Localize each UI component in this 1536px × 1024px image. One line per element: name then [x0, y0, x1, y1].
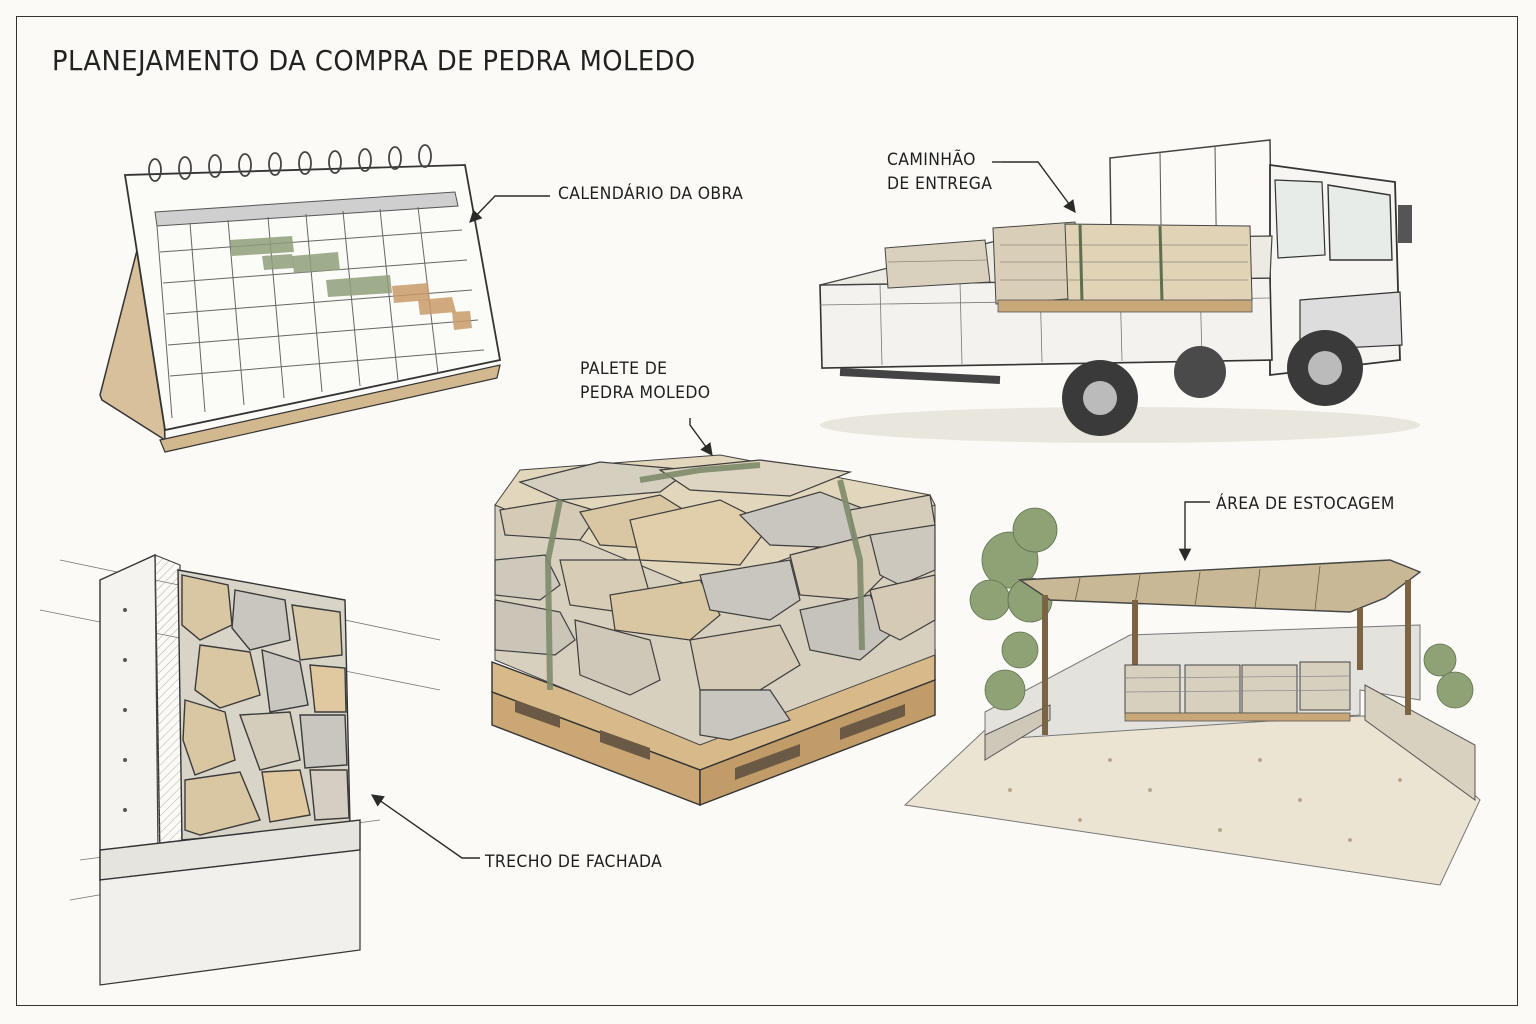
label-pallet: PALETE DE PEDRA MOLEDO	[580, 357, 710, 405]
label-calendar-text: CALENDÁRIO DA OBRA	[558, 184, 744, 204]
label-pallet-line-2: PEDRA MOLEDO	[580, 383, 711, 403]
truck-leader-arrow	[1002, 161, 1076, 214]
facade-stones	[181, 574, 350, 836]
label-truck: CAMINHÃO DE ENTREGA	[887, 148, 992, 196]
label-calendar: CALENDÁRIO DA OBRA	[558, 182, 743, 206]
stored-pallets	[1124, 661, 1351, 722]
pallet-leader-arrow	[689, 418, 713, 457]
calendar-illustration	[99, 144, 502, 453]
label-facade-text: TRECHO DE FACHADA	[485, 852, 663, 872]
storage-leader-arrow	[1178, 501, 1210, 562]
label-storage-text: ÁREA DE ESTOCAGEM	[1216, 494, 1395, 514]
facade-leader-arrow	[370, 794, 480, 859]
truck-illustration	[819, 139, 1420, 443]
pallet-stone-blocks	[494, 459, 936, 741]
shed-posts	[1042, 580, 1411, 735]
label-truck-line-2: DE ENTREGA	[887, 174, 993, 194]
pallet-straps	[544, 462, 865, 691]
page-title: PLANEJAMENTO DA COMPRA DE PEDRA MOLEDO	[52, 44, 696, 77]
label-truck-line-1: CAMINHÃO	[887, 150, 976, 170]
label-facade: TRECHO DE FACHADA	[485, 850, 662, 874]
label-pallet-line-1: PALETE DE	[580, 359, 668, 379]
calendar-leader-arrow	[469, 195, 550, 223]
storage-shed-illustration	[903, 507, 1481, 886]
truck-stone-loads	[884, 221, 1253, 313]
label-storage: ÁREA DE ESTOCAGEM	[1216, 492, 1395, 516]
truck-wheels	[1062, 330, 1363, 436]
tree-foliage	[969, 507, 1474, 711]
stone-pallet-illustration	[491, 454, 936, 807]
sheet-border	[16, 16, 1518, 1006]
facade-section-illustration	[39, 553, 441, 986]
spiral-binding	[148, 144, 432, 182]
gantt-bars	[230, 236, 472, 330]
